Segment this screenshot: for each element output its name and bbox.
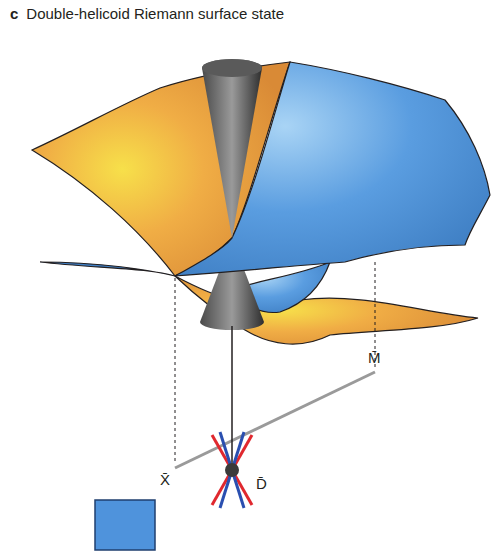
dirac-point — [225, 463, 239, 477]
point-label: M̄ — [368, 350, 381, 367]
brillouin-path — [175, 372, 375, 468]
point-label: X̄ — [160, 472, 170, 489]
point-label: D̄ — [256, 476, 267, 493]
dirac-line — [231, 326, 233, 470]
figure-title: Double-helicoid Riemann surface state — [26, 6, 284, 23]
projection-line — [175, 278, 176, 462]
band-line — [220, 432, 244, 508]
band-line — [212, 435, 252, 505]
upper-cone — [202, 59, 262, 238]
lower-sheet-blue-edge — [40, 262, 175, 276]
panel-letter: c — [10, 6, 18, 23]
blue-swatch-shape — [95, 500, 155, 550]
band-line — [220, 432, 244, 508]
cone-top — [202, 59, 262, 77]
band-line — [212, 435, 252, 505]
